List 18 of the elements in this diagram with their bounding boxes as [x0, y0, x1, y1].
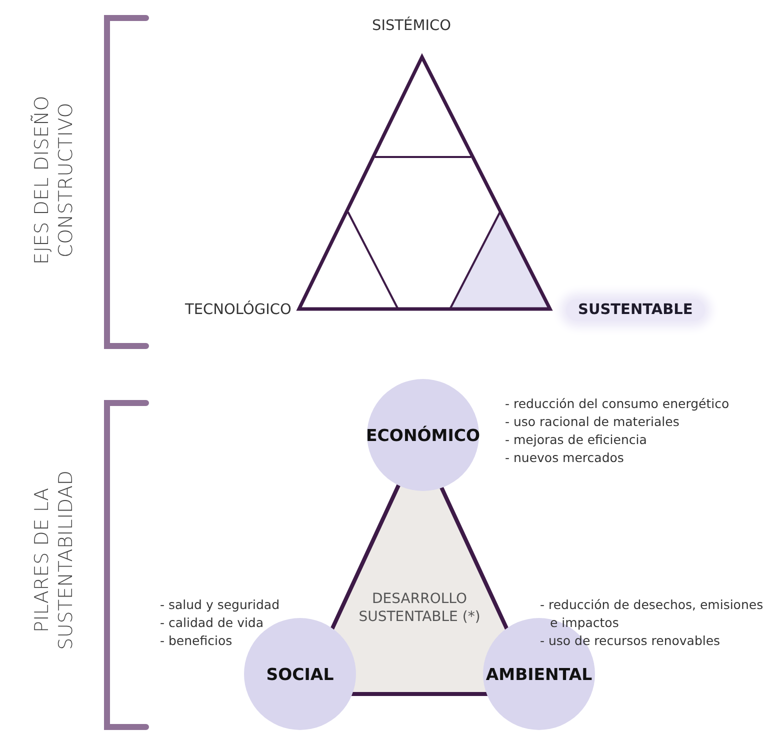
vertex-label: TECNOLÓGICO [185, 302, 292, 318]
bullet-item: - mejoras de eficiencia [505, 431, 648, 449]
bullet-item: - nuevos mercados [505, 449, 625, 467]
center-label: DESARROLLO SUSTENTABLE (*) [358, 590, 482, 626]
pillar-title: AMBIENTAL [486, 664, 592, 684]
bullet-item: - reducción del consumo energético [505, 395, 730, 413]
vertex-label: SUSTENTABLE [566, 299, 705, 321]
bullet-item: - calidad de vida [160, 614, 265, 632]
vertex-label: SISTÉMICO [372, 18, 452, 34]
axis-title: EJES DEL DISEÑO CONSTRUCTIVO [30, 94, 78, 266]
bullet-item: - salud y seguridad [160, 596, 281, 614]
bullet-item: - reducción de desechos, emisiones e impactos [540, 596, 764, 632]
pillar-title: ECONÓMICO [366, 426, 480, 444]
pillar-title: SOCIAL [266, 664, 334, 684]
bullet-item: - beneficios [160, 632, 234, 650]
bullet-item: - uso de recursos renovables [540, 632, 722, 650]
bullet-item: - uso racional de materiales [505, 413, 680, 431]
axis-title: PILARES DE LA SUSTENTABILIDAD [30, 469, 78, 652]
